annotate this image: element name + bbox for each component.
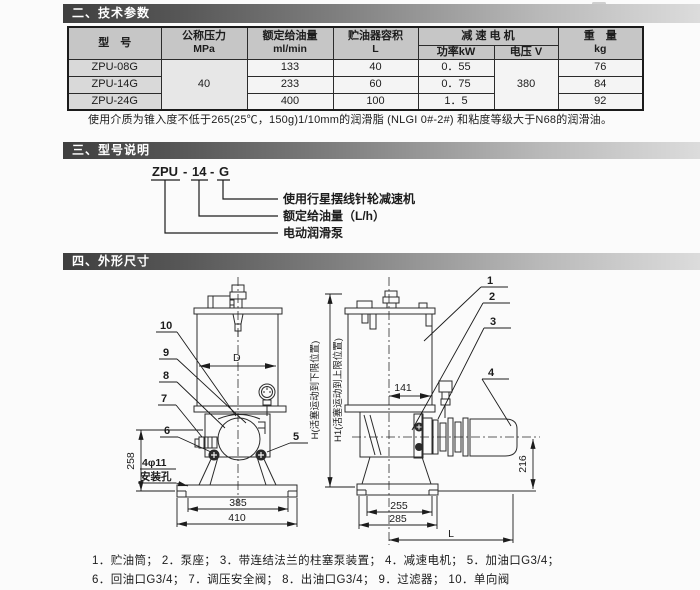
part-7: 7	[161, 393, 167, 405]
model-code-14: 14	[192, 164, 207, 179]
header-pressure-unit: MPa	[193, 43, 215, 56]
header-weight-unit: kg	[594, 43, 607, 56]
part-1: 1	[487, 275, 493, 287]
header-flow: 额定给油量 ml/min	[246, 26, 334, 60]
table-row: ZPU-08G 40 133 40 0．55 380 76	[67, 58, 644, 111]
dim-L: L	[448, 528, 454, 540]
label-reducer: 使用行星摆线针轮减速机	[282, 191, 415, 206]
part-9: 9	[163, 347, 169, 359]
cell-pressure-shared: 40	[160, 58, 248, 111]
model-code-dash: -	[183, 164, 187, 179]
cell-power: 0．75	[417, 75, 495, 94]
part-10: 10	[160, 320, 172, 332]
cell-flow: 233	[246, 75, 334, 94]
dim-H-label: H(活塞运动到下限位置)	[309, 341, 321, 440]
cell-flow: 133	[246, 58, 334, 77]
dim-258: 258	[125, 452, 137, 470]
header-pressure: 公称压力 MPa	[160, 26, 248, 60]
cell-voltage-shared: 380	[493, 58, 559, 111]
model-code-zpu: ZPU	[152, 164, 178, 179]
cell-model: ZPU-08G	[67, 58, 162, 77]
label-pump: 电动润滑泵	[283, 225, 343, 240]
cell-reservoir: 40	[332, 58, 419, 77]
overall-height-dimension: H(活塞运动到下限位置) H1(活塞运动到上限位置)	[309, 293, 355, 488]
label-mount-holes-size: 4φ11	[142, 457, 167, 469]
part-5: 5	[293, 431, 299, 443]
table-row: ZPU-24G 400 100 1．5 92	[67, 92, 644, 111]
header-motor: 减 速 电 机	[417, 26, 559, 46]
model-code-g: G	[219, 164, 229, 179]
dim-141: 141	[394, 382, 412, 394]
front-view-part-callouts: 10 9 8 7 6 5	[156, 320, 308, 453]
section-title: 三、型号说明	[72, 143, 151, 157]
media-note: 使用介质为锥入度不低于265(25℃，150g)1/10mm的润滑脂 (NLGI…	[88, 114, 613, 126]
side-view-part-callouts: 1 2 3 4	[411, 275, 512, 431]
dim-410: 410	[228, 512, 246, 524]
cell-reservoir: 100	[332, 92, 419, 111]
label-flow-rate: 额定给油量（L/h）	[283, 208, 385, 223]
dim-H1-label: H1(活塞运动到上限位置)	[332, 338, 344, 442]
parts-legend: 1．贮油筒； 2．泵座； 3．带连结法兰的柱塞泵装置； 4．减速电机； 5．加油…	[92, 552, 662, 590]
label-mount-holes-text: 安装孔	[140, 470, 172, 483]
dim-216: 216	[517, 455, 529, 473]
technical-drawings: ZPU - 14 - G 使用行星摆线针轮减速机 额定给油量（L/h） 电动润滑…	[125, 164, 540, 545]
part-6: 6	[164, 425, 170, 437]
header-flow-unit: ml/min	[273, 43, 307, 56]
cell-weight: 92	[557, 92, 644, 111]
header-reservoir: 贮油器容积 L	[332, 26, 419, 60]
model-code-dash: -	[210, 164, 214, 179]
header-pressure-name: 公称压力	[182, 30, 226, 43]
cell-flow: 400	[246, 92, 334, 111]
front-view-dimensions: 385 410 258 4φ11 安装孔	[125, 429, 298, 527]
dim-285: 285	[389, 513, 407, 525]
part-4: 4	[488, 367, 495, 379]
front-view-drawing: D	[176, 277, 298, 505]
cell-reservoir: 60	[332, 75, 419, 94]
section-title: 二、技术参数	[72, 6, 151, 20]
cell-model: ZPU-14G	[67, 75, 162, 94]
model-designation-diagram: ZPU - 14 - G 使用行星摆线针轮减速机 额定给油量（L/h） 电动润滑…	[151, 164, 415, 240]
header-model: 型 号	[67, 26, 162, 60]
header-power: 功率kW	[417, 44, 495, 60]
header-reservoir-name: 贮油器容积	[348, 30, 403, 43]
section-header-dimensions: 四、外形尺寸	[63, 253, 700, 270]
header-flow-name: 额定给油量	[262, 30, 318, 43]
dim-255: 255	[390, 500, 408, 512]
table-row: ZPU-14G 233 60 0．75 84	[67, 75, 644, 94]
side-view-dimensions: 216 255 285 L	[358, 439, 536, 543]
legend-line-2: 6．回油口G3/4； 7．调压安全阀； 8．出油口G3/4； 9．过滤器； 10…	[92, 574, 510, 586]
header-voltage: 电压 V	[493, 44, 559, 60]
part-8: 8	[163, 370, 169, 382]
section-header-model-designation: 三、型号说明	[63, 142, 700, 159]
table-header-row-1: 型 号 公称压力 MPa 额定给油量 ml/min 贮油器容积 L 减 速 电 …	[67, 26, 644, 60]
header-weight: 重 量 kg	[557, 26, 644, 60]
spec-table: 型 号 公称压力 MPa 额定给油量 ml/min 贮油器容积 L 减 速 电 …	[67, 26, 645, 111]
header-reservoir-unit: L	[372, 43, 379, 56]
section-title: 四、外形尺寸	[72, 254, 151, 268]
legend-line-1: 1．贮油筒； 2．泵座； 3．带连结法兰的柱塞泵装置； 4．减速电机； 5．加油…	[92, 555, 560, 567]
section-header-technical-params: 二、技术参数	[63, 4, 700, 23]
dim-D: D	[233, 352, 241, 364]
cell-weight: 76	[557, 58, 644, 77]
cell-weight: 84	[557, 75, 644, 94]
cell-power: 0．55	[417, 58, 495, 77]
header-weight-name: 重 量	[583, 30, 617, 43]
cell-power: 1．5	[417, 92, 495, 111]
cell-model: ZPU-24G	[67, 92, 162, 111]
side-view-drawing: 141	[344, 277, 540, 545]
part-2: 2	[489, 291, 495, 303]
part-3: 3	[490, 316, 496, 328]
scan-artifact	[592, 2, 606, 5]
table-header-row-2: 功率kW 电压 V	[68, 44, 643, 60]
dim-385: 385	[229, 497, 247, 509]
